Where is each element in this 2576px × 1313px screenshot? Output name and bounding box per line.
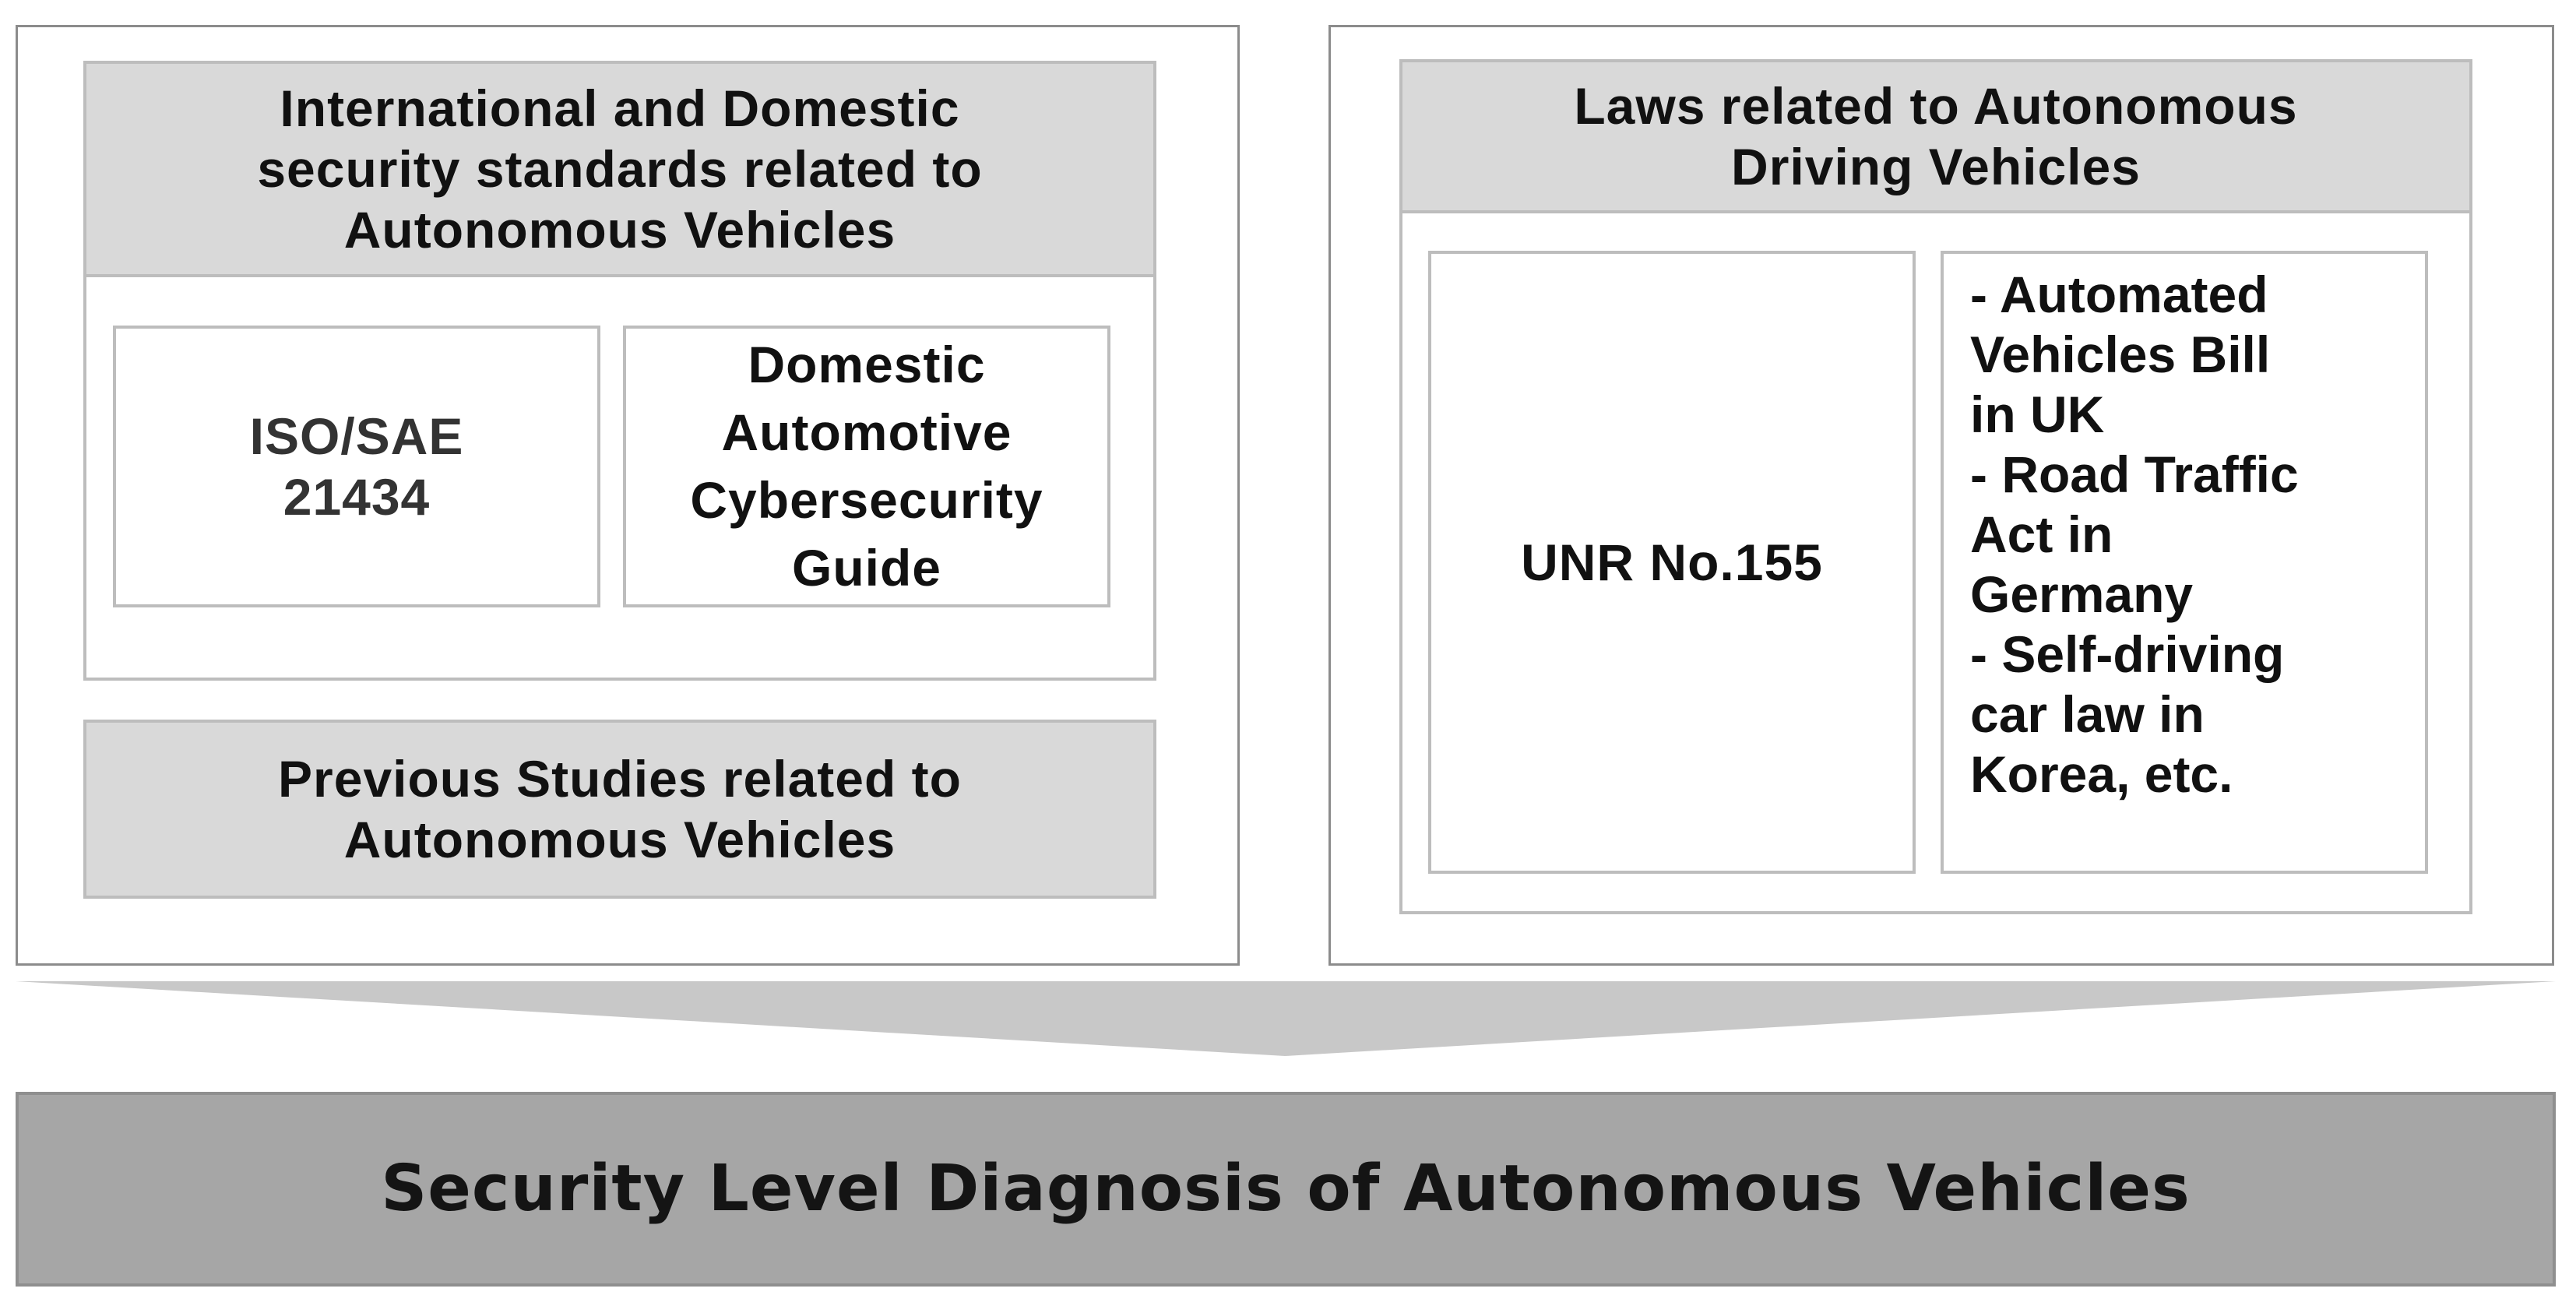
security-diagnosis-title: Security Level Diagnosis of Autonomous V…	[381, 1152, 2191, 1226]
domestic-cybersecurity-guide-text: Domestic Automotive Cybersecurity Guide	[690, 336, 1043, 597]
security-diagnosis-bar: Security Level Diagnosis of Autonomous V…	[16, 1092, 2556, 1287]
laws-list-line: Act in	[1970, 505, 2113, 563]
iso-sae-21434-box: ISO/SAE 21434	[113, 326, 600, 607]
laws-list-line: Vehicles Bill	[1970, 326, 2271, 383]
down-arrow-shape	[16, 981, 2556, 1056]
domestic-cybersecurity-guide-box: Domestic Automotive Cybersecurity Guide	[623, 326, 1110, 607]
laws-list-line: - Automated	[1970, 266, 2268, 323]
iso-sae-21434-text: ISO/SAE 21434	[249, 407, 464, 526]
laws-list-line: car law in	[1970, 685, 2205, 743]
laws-list-line: - Self-driving	[1970, 625, 2285, 683]
previous-studies-text: Previous Studies related to Autonomous V…	[278, 750, 962, 868]
standards-header-text: International and Domestic security stan…	[257, 79, 983, 259]
laws-list-line: - Road Traffic	[1970, 445, 2299, 503]
unr-no-155-box: UNR No.155	[1428, 251, 1916, 874]
laws-list-line: Germany	[1970, 565, 2194, 623]
laws-header-text: Laws related to Autonomous Driving Vehic…	[1574, 77, 2298, 195]
laws-list-line: in UK	[1970, 385, 2105, 443]
previous-studies-box: Previous Studies related to Autonomous V…	[83, 720, 1156, 899]
funnel-arrow	[16, 981, 2556, 1056]
laws-list-line: Korea, etc.	[1970, 745, 2233, 803]
standards-header: International and Domestic security stan…	[83, 61, 1156, 277]
laws-header: Laws related to Autonomous Driving Vehic…	[1399, 59, 2472, 213]
unr-no-155-text: UNR No.155	[1521, 533, 1823, 591]
